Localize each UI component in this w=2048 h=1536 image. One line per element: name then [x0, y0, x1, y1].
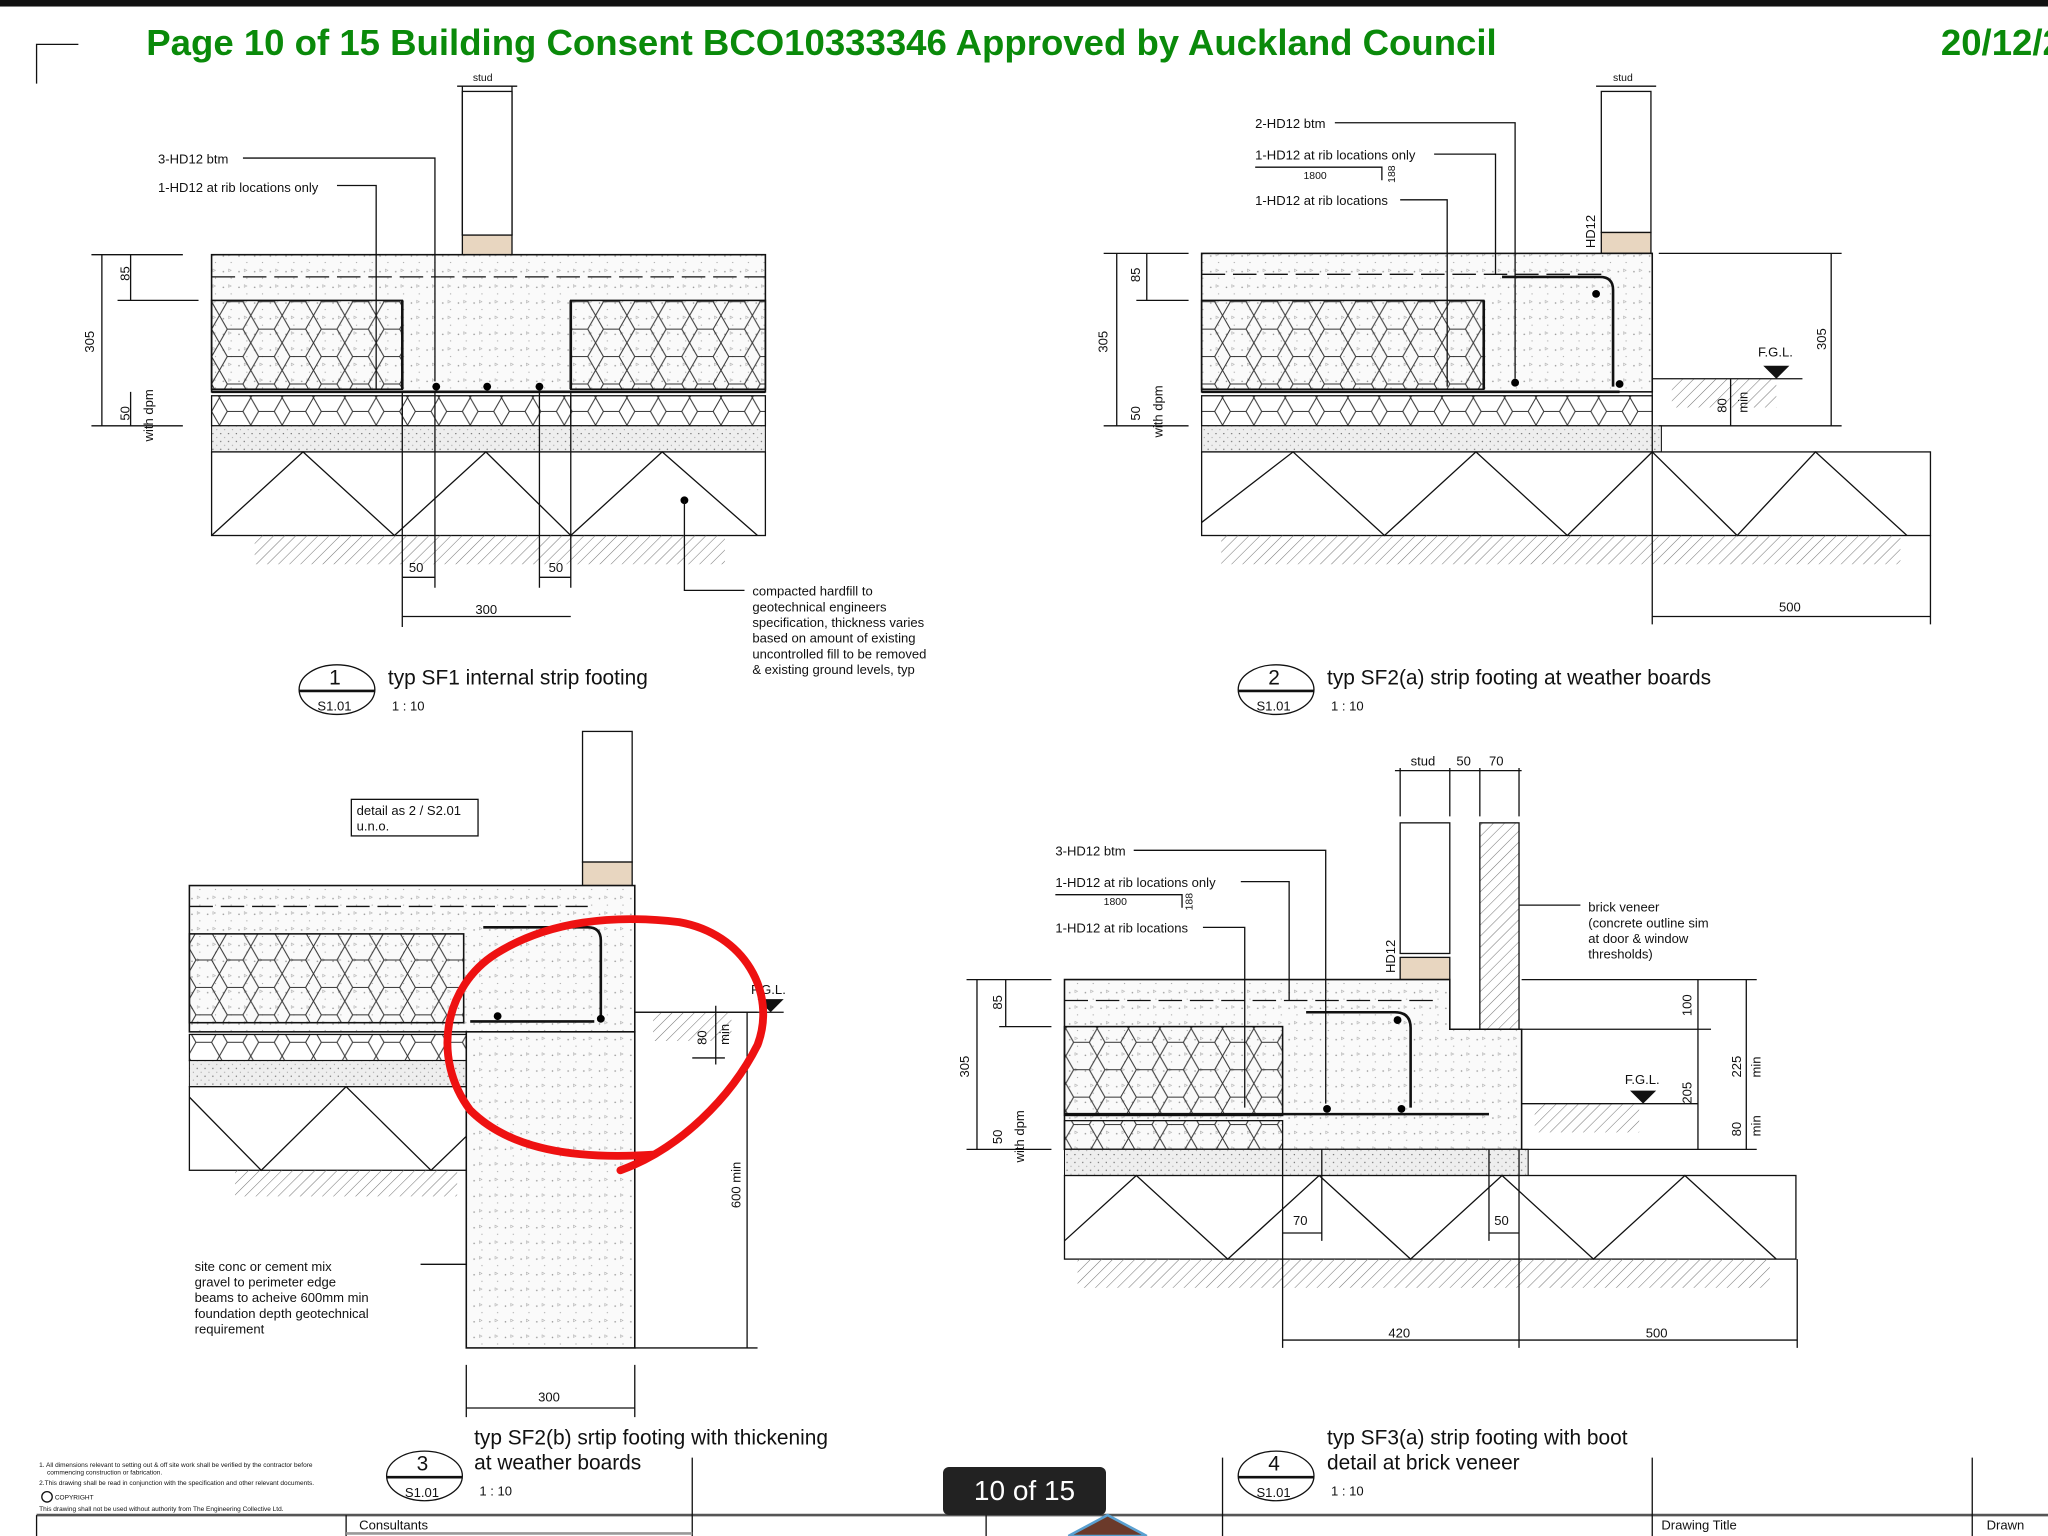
svg-text:70: 70 [1489, 753, 1504, 768]
svg-text:70: 70 [1293, 1213, 1308, 1228]
svg-text:min: min [1736, 392, 1751, 413]
svg-text:50: 50 [409, 560, 424, 575]
svg-text:80: 80 [695, 1030, 710, 1045]
svg-text:S1.01: S1.01 [1256, 1485, 1290, 1500]
svg-text:305: 305 [957, 1056, 972, 1078]
svg-text:420: 420 [1388, 1325, 1410, 1340]
detail-2-sf2a: stud F.G.L. 2-HD12 btm 1-HD12 at rib loc… [1096, 73, 1932, 716]
svg-text:50: 50 [117, 406, 132, 421]
svg-text:S1.01: S1.01 [405, 1485, 439, 1500]
svg-text:305: 305 [1814, 328, 1829, 350]
svg-text:HD12: HD12 [1383, 940, 1398, 973]
svg-text:2-HD12 btm: 2-HD12 btm [1255, 116, 1325, 131]
svg-text:4: 4 [1268, 1453, 1280, 1476]
svg-text:1: 1 [329, 666, 341, 689]
svg-text:Drawn: Drawn [1987, 1517, 2025, 1532]
svg-text:205: 205 [1679, 1082, 1694, 1104]
svg-text:3: 3 [417, 1453, 429, 1476]
stud-label: stud [1613, 73, 1633, 84]
page-indicator: 10 of 15 [943, 1467, 1106, 1515]
svg-text:Drawing Title: Drawing Title [1661, 1517, 1736, 1532]
svg-text:2: 2 [1268, 666, 1280, 689]
top-bar [0, 0, 2048, 7]
svg-text:S1.01: S1.01 [1256, 699, 1290, 714]
stud-label: stud [473, 73, 493, 84]
svg-text:COPYRIGHT: COPYRIGHT [55, 1494, 94, 1501]
svg-text:2.This drawing shall be read i: 2.This drawing shall be read in conjunct… [39, 1480, 314, 1487]
svg-text:with dpm: with dpm [1012, 1110, 1027, 1163]
svg-text:300: 300 [538, 1389, 560, 1404]
svg-text:F.G.L.: F.G.L. [1758, 345, 1793, 360]
consent-date: 20/12/2 [1941, 22, 2048, 63]
svg-text:typ SF2(b) srtip footing with: typ SF2(b) srtip footing with thickening [474, 1427, 828, 1450]
svg-text:225: 225 [1729, 1056, 1744, 1078]
svg-text:188: 188 [1387, 165, 1398, 183]
svg-text:1 : 10: 1 : 10 [1331, 699, 1364, 714]
svg-text:typ SF3(a) strip footing with: typ SF3(a) strip footing with boot [1327, 1427, 1628, 1450]
svg-text:min: min [1749, 1057, 1764, 1078]
svg-text:at weather boards: at weather boards [474, 1451, 641, 1474]
svg-text:detail as 2 / S2.01: detail as 2 / S2.01 [357, 803, 461, 818]
corner-mark [35, 43, 79, 84]
svg-text:500: 500 [1779, 599, 1801, 614]
svg-text:50: 50 [1456, 753, 1471, 768]
svg-text:1. All dimensions relevant to: 1. All dimensions relevant to setting ou… [39, 1462, 313, 1469]
svg-text:1800: 1800 [1304, 171, 1327, 182]
svg-text:This drawing shall not be used: This drawing shall not be used without a… [39, 1506, 284, 1513]
svg-text:u.n.o.: u.n.o. [357, 819, 390, 834]
svg-text:305: 305 [1096, 331, 1111, 353]
red-markup-circle [443, 915, 768, 1175]
svg-text:300: 300 [475, 602, 497, 617]
svg-text:1 : 10: 1 : 10 [1331, 1484, 1364, 1499]
svg-text:100: 100 [1679, 994, 1694, 1016]
svg-text:188: 188 [1184, 893, 1195, 911]
svg-text:typ SF1 internal strip footing: typ SF1 internal strip footing [388, 666, 648, 689]
svg-text:3-HD12 btm: 3-HD12 btm [1055, 844, 1125, 859]
svg-text:Consultants: Consultants [359, 1517, 428, 1532]
svg-text:1800: 1800 [1104, 897, 1127, 908]
svg-text:1 : 10: 1 : 10 [479, 1484, 512, 1499]
svg-text:1-HD12 at rib locations: 1-HD12 at rib locations [1255, 193, 1388, 208]
svg-text:1-HD12 at rib locations only: 1-HD12 at rib locations only [1055, 875, 1216, 890]
svg-text:500: 500 [1646, 1325, 1668, 1340]
svg-text:85: 85 [1128, 268, 1143, 283]
svg-text:50: 50 [1494, 1213, 1509, 1228]
svg-text:1-HD12 at rib locations only: 1-HD12 at rib locations only [158, 180, 319, 195]
general-notes: 1. All dimensions relevant to setting ou… [39, 1462, 314, 1513]
svg-text:S1.01: S1.01 [317, 699, 351, 714]
page-indicator-label: 10 of 15 [973, 1475, 1076, 1506]
svg-text:min: min [1749, 1115, 1764, 1136]
svg-text:typ SF2(a) strip footing at we: typ SF2(a) strip footing at weather boar… [1327, 666, 1711, 689]
svg-text:80: 80 [1729, 1122, 1744, 1137]
detail-1-sf1: stud 3-HD12 btm 1-HD12 at rib locations … [82, 73, 926, 716]
svg-text:85: 85 [117, 266, 132, 281]
svg-text:min: min [717, 1024, 732, 1045]
svg-text:with dpm: with dpm [141, 389, 156, 442]
svg-text:HD12: HD12 [1583, 215, 1598, 248]
svg-text:600 min: 600 min [729, 1162, 744, 1208]
detail-4-sf3a: stud 50 70 F.G.L. 3-HD12 btm 1-HD12 at r… [957, 753, 1798, 1502]
svg-text:F.G.L.: F.G.L. [1625, 1072, 1660, 1087]
svg-text:detail at brick veneer: detail at brick veneer [1327, 1451, 1520, 1474]
svg-text:commencing construction or fab: commencing construction or fabrication. [47, 1470, 162, 1477]
svg-text:1-HD12 at rib locations only: 1-HD12 at rib locations only [1255, 147, 1416, 162]
svg-text:3-HD12 btm: 3-HD12 btm [158, 151, 228, 166]
consent-header: Page 10 of 15 Building Consent BCO103333… [146, 22, 1496, 63]
svg-text:50: 50 [990, 1130, 1005, 1145]
svg-text:stud: stud [1411, 753, 1436, 768]
svg-text:85: 85 [990, 995, 1005, 1010]
svg-text:50: 50 [549, 560, 564, 575]
svg-text:50: 50 [1128, 406, 1143, 421]
svg-text:80: 80 [1715, 398, 1730, 413]
svg-text:with dpm: with dpm [1150, 385, 1165, 438]
svg-text:1 : 10: 1 : 10 [392, 699, 425, 714]
title-block: Consultants Drawing Title Drawn [35, 1457, 2048, 1536]
detail-3-sf2b: F.G.L. 80 min 600 min detail as 2 / S2.0… [188, 730, 828, 1502]
svg-text:305: 305 [82, 331, 97, 353]
svg-text:1-HD12 at rib locations: 1-HD12 at rib locations [1055, 921, 1188, 936]
